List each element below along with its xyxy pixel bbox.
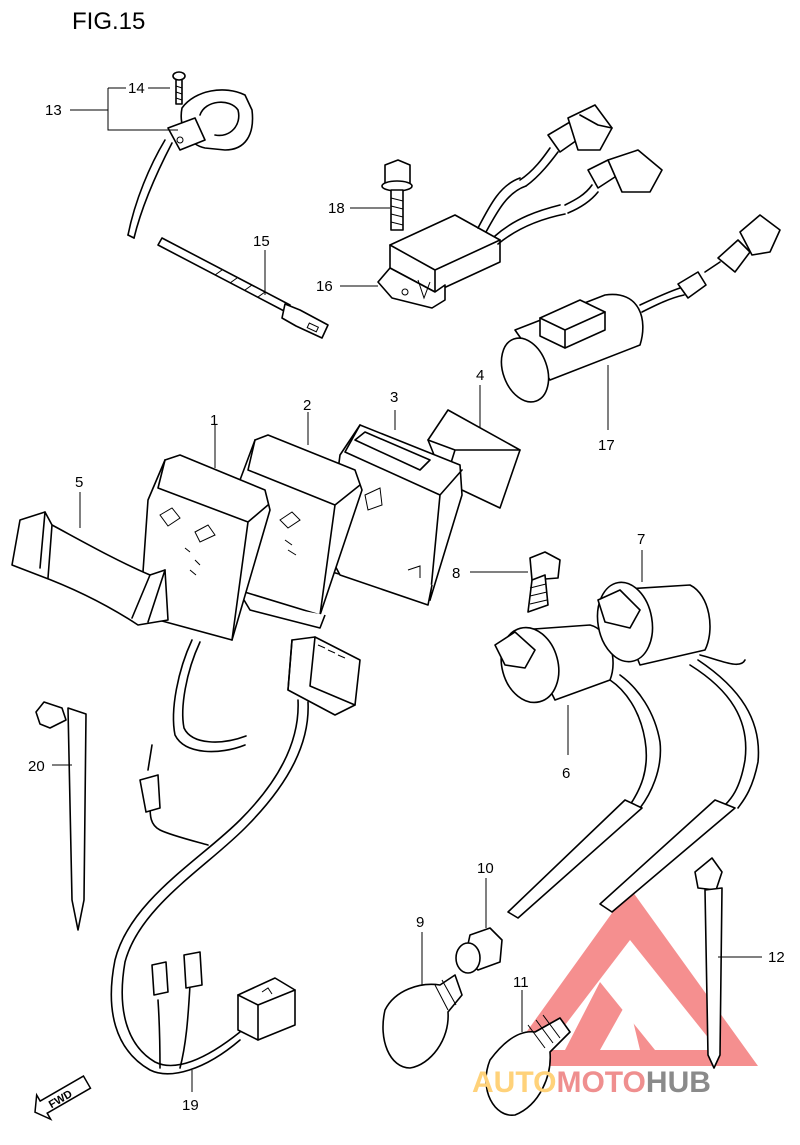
callout-9: 9 <box>416 914 424 931</box>
part-13-clamp <box>127 89 254 239</box>
callout-7: 7 <box>637 531 645 548</box>
callout-11: 11 <box>513 974 529 991</box>
part-20-clip-tie <box>35 701 87 931</box>
part-12-clamp-tie <box>694 857 723 1069</box>
part-1-unit <box>139 454 271 641</box>
part-6-coil <box>494 624 662 919</box>
figure-title: FIG.15 <box>72 8 146 35</box>
part-1-cable <box>172 639 246 753</box>
fwd-marker: FWD <box>34 1075 92 1121</box>
callout-18: 18 <box>328 200 345 217</box>
part-15-cable-tie <box>157 237 329 339</box>
callout-12: 12 <box>768 949 785 966</box>
callout-17: 17 <box>598 437 615 454</box>
callout-4: 4 <box>476 367 484 384</box>
callout-5: 5 <box>75 474 83 491</box>
watermark-moto: MOTO <box>556 1066 645 1099</box>
callout-3: 3 <box>390 389 398 406</box>
part-17-condenser <box>500 214 781 403</box>
forward-arrow-icon <box>34 1075 92 1121</box>
watermark-hub: HUB <box>646 1066 711 1099</box>
part-3-unit <box>324 424 463 606</box>
callout-2: 2 <box>303 397 311 414</box>
part-8-bolt <box>527 551 561 613</box>
part-5-strap <box>11 511 169 626</box>
callout-8: 8 <box>452 565 460 582</box>
part-18-bolt <box>381 159 413 231</box>
watermark-auto: AUTO <box>472 1066 556 1099</box>
callout-6: 6 <box>562 765 570 782</box>
watermark-logo-icon <box>502 888 758 1066</box>
callout-14: 14 <box>128 80 145 97</box>
callout-20: 20 <box>28 758 45 775</box>
leader-lines <box>52 87 762 1092</box>
part-9-plug-cap <box>382 974 463 1069</box>
fwd-label: FWD <box>47 1088 75 1111</box>
part-10-cap <box>455 927 503 974</box>
callout-1: 1 <box>210 412 218 429</box>
callout-13: 13 <box>45 102 62 119</box>
part-11-plug-cap <box>485 1014 571 1116</box>
callout-10: 10 <box>477 860 494 877</box>
callout-15: 15 <box>253 233 270 250</box>
part-7-coil <box>596 581 760 913</box>
callout-19: 19 <box>182 1097 199 1114</box>
watermark-text: AUTOMOTOHUB <box>472 1066 711 1099</box>
callout-16: 16 <box>316 278 333 295</box>
part-14-screw <box>172 71 186 105</box>
part-16-relay <box>377 104 663 309</box>
part-19-harness <box>110 636 361 1075</box>
